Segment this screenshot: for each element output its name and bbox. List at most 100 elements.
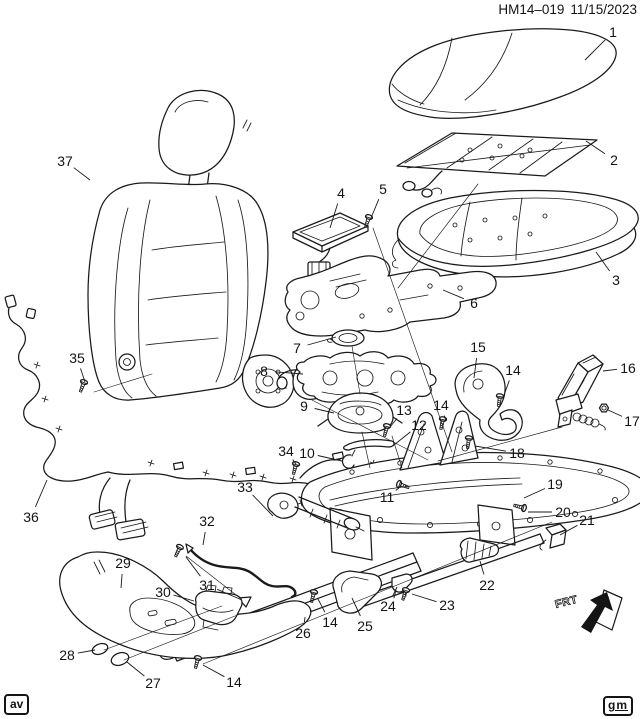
callout-leader xyxy=(202,664,225,678)
callout-1: 1 xyxy=(609,24,617,40)
callout-22: 22 xyxy=(479,577,495,593)
track-end-cover xyxy=(332,570,382,614)
gm-logo-text: gm xyxy=(608,698,628,712)
callout-17: 17 xyxy=(624,413,640,429)
side-shield xyxy=(59,551,312,660)
callout-30: 30 xyxy=(155,584,171,600)
callout-leader xyxy=(607,409,623,417)
seat-cushion-cover xyxy=(388,28,617,119)
callout-34: 34 xyxy=(278,443,294,459)
recliner-bracket xyxy=(454,363,523,441)
callout-leader xyxy=(173,594,195,602)
connecting-rod xyxy=(185,543,297,599)
callout-27: 27 xyxy=(145,675,161,691)
callout-9: 9 xyxy=(300,398,308,414)
wire-clip xyxy=(539,523,567,551)
callout-8: 8 xyxy=(260,363,268,379)
callout-leader xyxy=(216,588,243,601)
callout-leader xyxy=(559,524,578,536)
callout-16: 16 xyxy=(620,360,636,376)
callout-leader xyxy=(584,39,606,61)
adjuster-mechanism xyxy=(276,351,437,406)
page-code: av xyxy=(10,697,24,711)
callout-leader xyxy=(77,649,96,654)
seat-back-assembly xyxy=(87,89,330,408)
callout-leader xyxy=(126,661,145,677)
hook-pin xyxy=(341,449,356,469)
recliner-towers xyxy=(399,410,479,471)
callout-21: 21 xyxy=(579,512,595,528)
harness-main-connectors xyxy=(88,509,149,541)
callout-leader xyxy=(73,167,91,181)
seat-frame xyxy=(300,410,640,561)
callout-leader xyxy=(392,586,398,597)
adjuster-switch xyxy=(194,584,243,631)
seat-heater-pad xyxy=(396,132,598,198)
callout-leader xyxy=(502,380,510,399)
seat-belt-buckle xyxy=(555,354,606,431)
callout-3: 3 xyxy=(612,272,620,288)
callout-leader xyxy=(185,556,201,577)
callout-14: 14 xyxy=(505,362,521,378)
callout-13: 13 xyxy=(396,402,412,418)
frame-risers xyxy=(329,504,516,561)
seat-cushion-foam xyxy=(391,189,639,278)
callout-11: 11 xyxy=(380,489,395,505)
drawing-date: 11/15/2023 xyxy=(570,2,637,17)
screw-icon xyxy=(171,542,185,559)
callout-5: 5 xyxy=(379,181,387,197)
callout-leader xyxy=(395,487,400,491)
buckle-pigtail xyxy=(572,412,606,431)
callout-leader xyxy=(317,455,343,462)
screw-icon xyxy=(76,378,89,394)
nut-icon xyxy=(598,403,610,413)
callout-leader xyxy=(120,573,123,589)
callout-leader xyxy=(80,368,86,383)
callout-4: 4 xyxy=(337,185,345,201)
under-seat-panel xyxy=(284,255,497,337)
callout-25: 25 xyxy=(357,618,373,634)
harness-connector xyxy=(25,307,37,320)
callout-2: 2 xyxy=(610,152,618,168)
alignment-lines xyxy=(93,183,563,665)
callout-leader xyxy=(292,459,297,465)
callout-10: 10 xyxy=(299,445,315,461)
callout-leader xyxy=(523,488,546,499)
callout-19: 19 xyxy=(547,476,563,492)
headrest xyxy=(158,89,235,176)
callout-leader xyxy=(443,415,447,422)
callout-12: 12 xyxy=(411,417,427,433)
callout-leader xyxy=(307,336,337,346)
adjuster-knob xyxy=(110,651,130,667)
track-trim xyxy=(459,537,500,563)
frt-indicator: FRT xyxy=(553,589,623,633)
callout-leader xyxy=(314,408,335,414)
seat-back-cover xyxy=(87,182,269,401)
callout-14: 14 xyxy=(226,674,242,690)
callout-18: 18 xyxy=(509,445,525,461)
callout-14: 14 xyxy=(433,397,449,413)
callout-20: 20 xyxy=(555,504,571,520)
trim-strip xyxy=(343,439,395,451)
callout-leader xyxy=(479,560,485,575)
callout-33: 33 xyxy=(237,479,253,495)
callout-24: 24 xyxy=(380,598,396,614)
callout-leader xyxy=(329,203,339,229)
frt-arrow-icon xyxy=(581,592,613,633)
callout-leader xyxy=(303,616,306,623)
buckle-anchor xyxy=(555,393,583,417)
callout-32: 32 xyxy=(199,513,215,529)
callout-35: 35 xyxy=(69,350,85,366)
page-code-badge: av xyxy=(4,694,30,715)
callout-36: 36 xyxy=(23,509,39,525)
callout-15: 15 xyxy=(470,339,486,355)
callout-14: 14 xyxy=(322,614,338,630)
callout-leader xyxy=(202,531,206,546)
blower-motor xyxy=(317,392,403,434)
callout-leader xyxy=(317,598,326,613)
callout-leader xyxy=(602,368,618,372)
callout-leader xyxy=(389,418,398,428)
callout-leader xyxy=(393,431,411,446)
